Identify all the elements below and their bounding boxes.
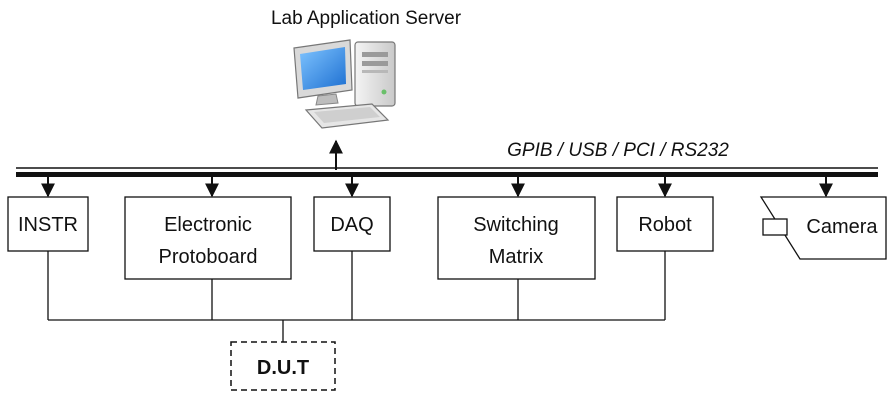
device-instr-label: INSTR xyxy=(18,214,78,236)
device-switching-label-line1: Switching xyxy=(473,214,559,236)
device-protoboard: Electronic Protoboard xyxy=(124,196,292,280)
device-robot: Robot xyxy=(616,196,714,252)
device-robot-label: Robot xyxy=(638,214,692,236)
device-switching-label-line2: Matrix xyxy=(489,246,543,268)
communication-bus xyxy=(16,167,878,177)
device-instr: INSTR xyxy=(7,196,89,252)
bus-label: GPIB / USB / PCI / RS232 xyxy=(507,140,729,161)
desktop-computer-icon xyxy=(293,39,396,129)
server-title: Lab Application Server xyxy=(271,8,462,29)
camera-shape-icon xyxy=(759,196,887,260)
dut-box: D.U.T xyxy=(230,341,336,391)
camera-lens-icon xyxy=(762,218,788,236)
bus-device-arrows xyxy=(41,177,833,198)
device-camera-label: Camera xyxy=(806,216,878,238)
device-daq: DAQ xyxy=(313,196,391,252)
device-switching-matrix: Switching Matrix xyxy=(437,196,596,280)
dut-label: D.U.T xyxy=(257,357,309,379)
device-protoboard-label-line1: Electronic xyxy=(164,214,252,236)
device-daq-label: DAQ xyxy=(330,214,373,236)
device-protoboard-label-line2: Protoboard xyxy=(159,246,258,268)
dut-connection-lines xyxy=(47,251,666,342)
device-camera: Camera xyxy=(759,196,887,260)
